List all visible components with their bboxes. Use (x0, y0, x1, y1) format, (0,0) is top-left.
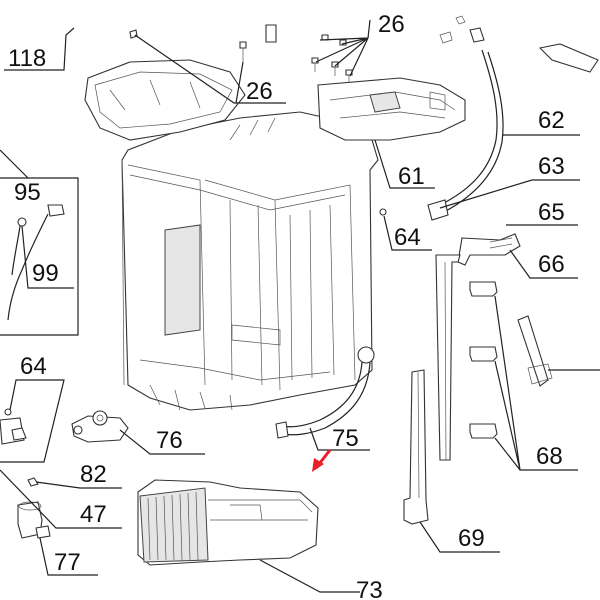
callout-64a: 64 (394, 224, 421, 251)
callout-61: 61 (398, 163, 425, 190)
bar-69 (403, 369, 429, 525)
main-housing-frame (121, 111, 379, 411)
callout-47: 47 (80, 501, 107, 528)
callout-95: 95 (14, 179, 41, 206)
callout-63: 63 (538, 153, 565, 180)
callout-26a: 26 (246, 78, 273, 105)
callout-118: 118 (8, 45, 46, 72)
part-65-66 (457, 233, 521, 266)
callout-73: 73 (356, 577, 383, 600)
red-arrow-indicator (312, 449, 332, 472)
hose-62 (439, 15, 504, 213)
callout-82: 82 (80, 461, 107, 488)
callout-66: 66 (538, 251, 565, 278)
top-cover-frame (84, 59, 246, 141)
clips-68 (469, 281, 498, 439)
leader-lines (0, 19, 600, 593)
right-side-part (517, 43, 599, 387)
callout-75: 75 (332, 425, 359, 452)
callout-99: 99 (32, 260, 59, 287)
part-76 (71, 410, 129, 443)
callout-65: 65 (538, 199, 565, 226)
water-tank-top (317, 77, 466, 141)
callout-77: 77 (54, 549, 81, 576)
connector-63 (379, 199, 449, 221)
callout-26b: 26 (378, 11, 405, 38)
callout-68: 68 (536, 443, 563, 470)
hose-75 (275, 346, 375, 439)
left-bottom-parts (0, 408, 51, 539)
part-73-module (137, 479, 319, 566)
callout-69: 69 (458, 525, 485, 552)
callout-62: 62 (538, 107, 565, 134)
callout-64b: 64 (20, 353, 47, 380)
callout-76: 76 (156, 427, 183, 454)
long-rod (435, 254, 461, 461)
